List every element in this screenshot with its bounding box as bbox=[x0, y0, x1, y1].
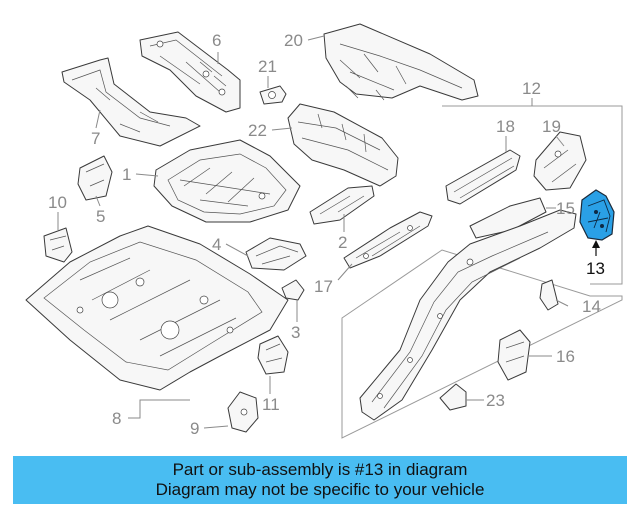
part-16[interactable] bbox=[497, 329, 531, 381]
part-3[interactable] bbox=[281, 279, 305, 301]
banner-line-2: Diagram may not be specific to your vehi… bbox=[155, 480, 485, 499]
callout-13[interactable]: 13 bbox=[586, 259, 605, 278]
part-10[interactable] bbox=[43, 227, 73, 263]
part-11[interactable] bbox=[257, 335, 289, 375]
callout-22[interactable]: 22 bbox=[248, 121, 267, 140]
part-6[interactable] bbox=[139, 31, 241, 113]
callout-16[interactable]: 16 bbox=[556, 347, 575, 366]
callout-12[interactable]: 12 bbox=[522, 79, 541, 98]
callout-6[interactable]: 6 bbox=[212, 31, 221, 50]
banner-line-1: Part or sub-assembly is #13 in diagram bbox=[172, 460, 468, 479]
callout-14[interactable]: 14 bbox=[582, 297, 601, 316]
part-2[interactable] bbox=[309, 185, 375, 225]
callout-4[interactable]: 4 bbox=[212, 235, 221, 254]
part-17[interactable] bbox=[343, 211, 433, 269]
callout-17[interactable]: 17 bbox=[314, 277, 333, 296]
callout-3[interactable]: 3 bbox=[291, 323, 300, 342]
part-info-banner: Part or sub-assembly is #13 in diagram D… bbox=[13, 456, 627, 504]
callout-15[interactable]: 15 bbox=[556, 199, 575, 218]
part-8[interactable] bbox=[25, 225, 289, 391]
part-20[interactable] bbox=[323, 23, 479, 101]
callout-labels: 1 2 3 4 5 6 7 8 9 10 11 12 13 14 15 16 1… bbox=[48, 31, 605, 438]
part-15[interactable] bbox=[469, 197, 547, 239]
callout-10[interactable]: 10 bbox=[48, 193, 67, 212]
callout-7[interactable]: 7 bbox=[91, 129, 100, 148]
callout-19[interactable]: 19 bbox=[542, 117, 561, 136]
callout-5[interactable]: 5 bbox=[96, 207, 105, 226]
parts-diagram: 1 2 3 4 5 6 7 8 9 10 11 12 13 14 15 16 1… bbox=[25, 23, 623, 439]
leader-lines bbox=[57, 35, 600, 429]
part-19[interactable] bbox=[533, 131, 587, 191]
callout-2[interactable]: 2 bbox=[338, 233, 347, 252]
rear-side-rail[interactable] bbox=[359, 209, 577, 421]
callout-8[interactable]: 8 bbox=[112, 409, 121, 428]
part-9[interactable] bbox=[227, 391, 259, 433]
callout-23[interactable]: 23 bbox=[486, 391, 505, 410]
part-21[interactable] bbox=[259, 85, 287, 105]
callout-21[interactable]: 21 bbox=[258, 57, 277, 76]
part-23[interactable] bbox=[439, 383, 467, 411]
callout-11[interactable]: 11 bbox=[262, 395, 280, 414]
part-5[interactable] bbox=[77, 155, 113, 201]
callout-1[interactable]: 1 bbox=[122, 165, 131, 184]
callout-20[interactable]: 20 bbox=[284, 31, 303, 50]
group-12-box bbox=[341, 98, 623, 439]
callout-18[interactable]: 18 bbox=[496, 117, 515, 136]
part-13-highlighted[interactable] bbox=[579, 189, 615, 241]
callout-9[interactable]: 9 bbox=[190, 419, 199, 438]
part-18[interactable] bbox=[445, 149, 521, 205]
part-14[interactable] bbox=[539, 279, 559, 311]
part-22[interactable] bbox=[287, 103, 399, 187]
part-7[interactable] bbox=[61, 57, 201, 147]
part-1[interactable] bbox=[153, 139, 301, 223]
part-4[interactable] bbox=[245, 237, 307, 271]
